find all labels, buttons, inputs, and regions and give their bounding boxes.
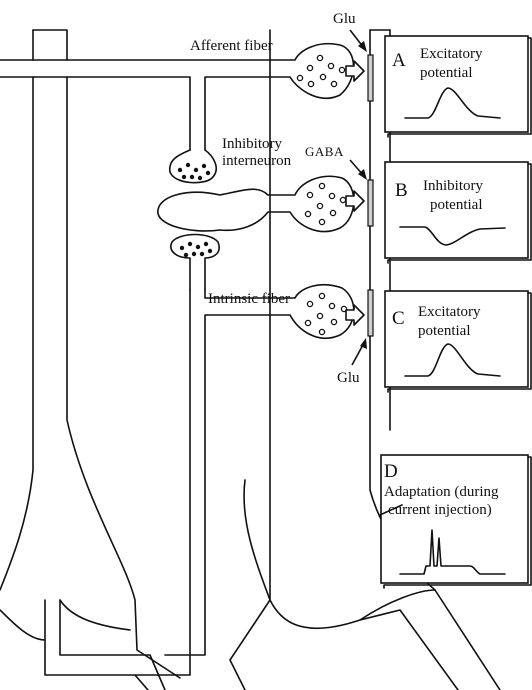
afferent-fiber: [0, 44, 354, 183]
release-arrows: [346, 61, 364, 325]
glu-bottom-label: Glu: [337, 370, 360, 386]
panel-b-letter: B: [395, 180, 408, 201]
panel-c: C Excitatory potential: [385, 291, 531, 392]
inhibitory-interneuron-label-line1: Inhibitory: [222, 136, 282, 152]
panel-d-letter: D: [384, 461, 398, 482]
panel-b-line1: Inhibitory: [423, 178, 483, 194]
panel-d: D Adaptation (during current injection): [381, 455, 531, 588]
panel-b-line2: potential: [430, 197, 483, 213]
panel-b: B Inhibitory potential: [385, 162, 531, 263]
panel-a-line1: Excitatory: [420, 46, 483, 62]
panel-c-line2: potential: [418, 323, 471, 339]
panel-d-line2: current injection): [388, 502, 492, 518]
synaptic-membranes: [368, 55, 373, 336]
inhibitory-terminal-top-vesicles: [178, 163, 210, 180]
gaba-label: GABA: [305, 144, 344, 159]
inhibitory-interneuron: [158, 176, 354, 290]
panel-c-line1: Excitatory: [418, 304, 481, 320]
panel-a-line2: potential: [420, 65, 473, 81]
afferent-fiber-label: Afferent fiber: [190, 38, 273, 54]
panel-d-line1: Adaptation (during: [384, 484, 499, 500]
panel-a: A Excitatory potential: [385, 36, 531, 137]
glu-top-label: Glu: [333, 11, 356, 27]
panel-c-letter: C: [392, 308, 405, 329]
intrinsic-vesicles: [305, 293, 346, 334]
inhibitory-interneuron-label-line2: interneuron: [222, 153, 292, 169]
left-neuron: [0, 30, 180, 690]
panel-a-letter: A: [392, 50, 406, 71]
inhibitory-terminal-bottom-vesicles: [180, 242, 212, 257]
afferent-vesicles: [297, 55, 344, 86]
intrinsic-fiber-label: Intrinsic fiber: [208, 291, 290, 307]
interneuron-vesicles: [305, 183, 345, 224]
